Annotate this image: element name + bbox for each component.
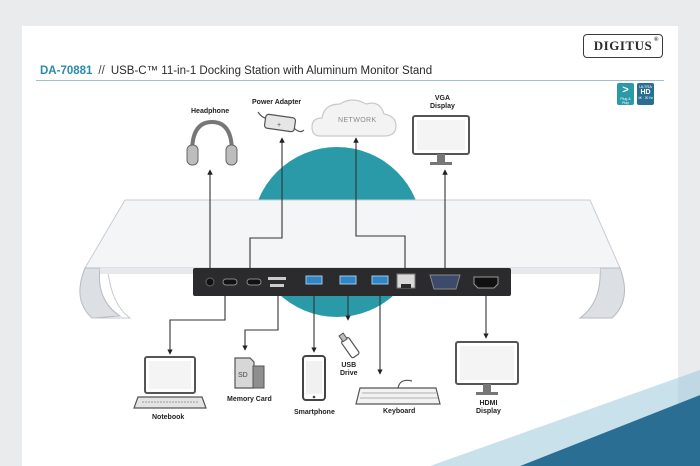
stand-right-leg [578,267,625,319]
ultra-hd-line2: HD [640,89,651,96]
port-microsd-slot [270,284,284,287]
power-adapter-icon: + [257,111,305,133]
usb-drive-label-line1: USB [341,362,357,369]
smartphone-label: Smartphone [294,409,335,416]
model-number: DA-70881 [40,65,93,77]
notebook-label: Notebook [152,414,185,421]
smartphone-icon [302,355,326,401]
port-sd-slot [268,277,286,280]
port-hdmi [473,276,499,289]
keyboard-icon [355,379,441,405]
port-usb-c-1 [222,278,238,286]
line-network [353,137,406,268]
logo-text: DIGITUS [593,38,653,53]
memory-card-label: Memory Card [227,396,272,403]
stripe-light [430,370,700,466]
port-usb-a-3 [371,275,389,285]
headphone-label: Headphone [191,108,230,115]
hdmi-display-label-line1: HDMI [479,400,498,407]
headphone-icon [186,119,238,166]
monitor-icon [412,115,470,165]
svg-text:+: + [277,122,281,129]
product-title: USB-C™ 11-in-1 Docking Station with Alum… [110,65,433,77]
ultra-hd-line3: 4K · 30 Hz [637,96,654,100]
logo-reg-mark: ® [654,37,659,43]
ultra-hd-badge: ULTRA HD 4K · 30 Hz [637,83,654,105]
page-title: DA-70881 // USB-C™ 11-in-1 Docking Station… [40,65,432,77]
hdmi-display-label-line2: Display [476,408,501,416]
plug-play-text: Plug & Play [620,97,631,105]
vga-display-label-line1: VGA [434,95,451,102]
usb-drive-label: USB Drive [340,362,358,378]
sd-card-icon: SD [234,357,265,389]
network-label: NETWORK [338,117,377,124]
svg-text:SD: SD [238,372,248,379]
keyboard-label: Keyboard [383,408,416,415]
port-vga [429,274,461,290]
laptop-icon [133,356,207,409]
title-underline [36,80,664,81]
stand-left-leg [79,267,122,319]
hdmi-monitor-icon [455,341,519,395]
port-usb-c-2 [246,278,262,286]
ultra-hd-line1: ULTRA [639,84,652,89]
title-separator: // [98,65,105,77]
port-usb-a-1 [305,275,323,285]
hdmi-display-label: HDMI Display [476,400,501,416]
plug-play-icon: > [622,84,629,96]
vga-display-label-line2: Display [430,103,455,111]
plug-play-badge: > Plug & Play [617,83,634,105]
power-adapter-label: Power Adapter [252,99,302,106]
usb-drive-label-line2: Drive [340,370,358,378]
line-power [249,137,285,268]
port-audio [205,277,215,287]
vga-display-label: VGA Display [430,95,455,111]
usb-drive-icon [338,332,360,359]
port-usb-a-2 [339,275,357,285]
digitus-logo: DIGITUS ® [583,34,663,58]
cloud-icon [311,99,397,137]
line-memory [242,296,279,351]
line-notebook [167,296,226,355]
